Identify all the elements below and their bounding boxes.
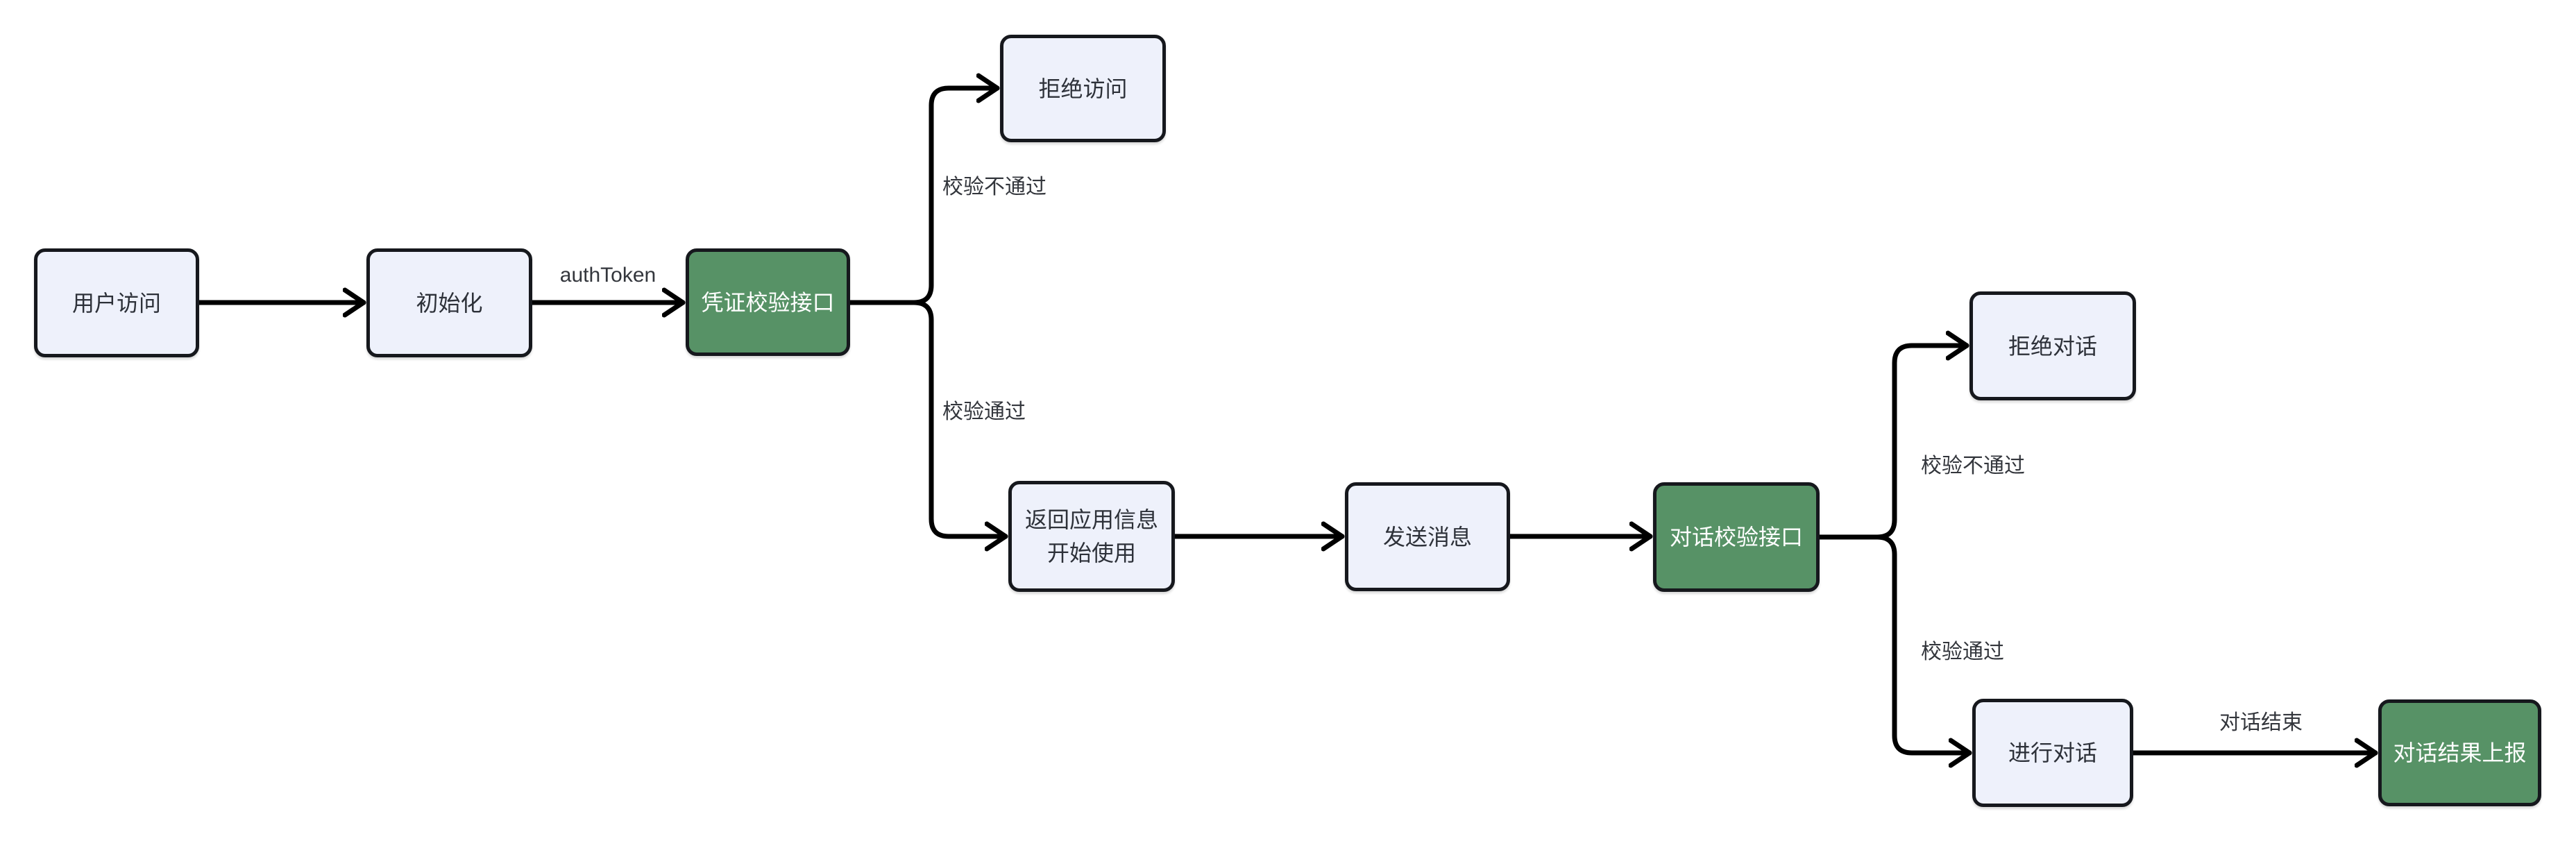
node-do-dialog: 进行对话 [1972,699,2133,807]
node-report-dialog-result: 对话结果上报 [2378,699,2541,806]
edge-dialog-check-to-deny-dialog [1817,346,1969,540]
edge-label-auth-token: authToken [559,264,656,287]
node-user-access: 用户访问 [34,248,199,357]
edge-label-check-fail-2: 校验不通过 [1921,455,2025,477]
edge-credential-check-to-return-app-info [847,300,1008,536]
node-return-app-info-line1: 返回应用信息 [1024,507,1158,532]
node-init: 初始化 [366,248,532,357]
edge-label-check-pass-1: 校验通过 [942,400,1026,423]
node-credential-check-api-label: 凭证校验接口 [701,289,835,315]
edge-dialog-check-to-do-dialog [1817,534,1972,753]
node-do-dialog-label: 进行对话 [2008,740,2097,765]
node-deny-access-label: 拒绝访问 [1038,76,1128,101]
edge-label-check-pass-2: 校验通过 [1921,640,2004,663]
edge-label-dialog-end: 对话结束 [2219,711,2303,734]
node-return-app-info-line2: 开始使用 [1046,541,1136,566]
node-send-message-label: 发送消息 [1382,524,1472,550]
node-deny-dialog-label: 拒绝对话 [2008,333,2097,359]
node-user-access-label: 用户访问 [71,290,161,316]
node-send-message: 发送消息 [1345,482,1510,591]
node-deny-dialog: 拒绝对话 [1969,291,2136,400]
node-dialog-check-api: 对话校验接口 [1653,482,1820,592]
node-return-app-info: 返回应用信息 开始使用 [1008,481,1175,592]
edge-label-check-fail-1: 校验不通过 [942,176,1046,198]
node-deny-access: 拒绝访问 [1000,35,1166,142]
node-credential-check-api: 凭证校验接口 [686,248,850,356]
node-dialog-check-api-label: 对话校验接口 [1669,525,1803,550]
node-init-label: 初始化 [416,290,483,316]
node-report-dialog-result-label: 对话结果上报 [2393,740,2527,765]
